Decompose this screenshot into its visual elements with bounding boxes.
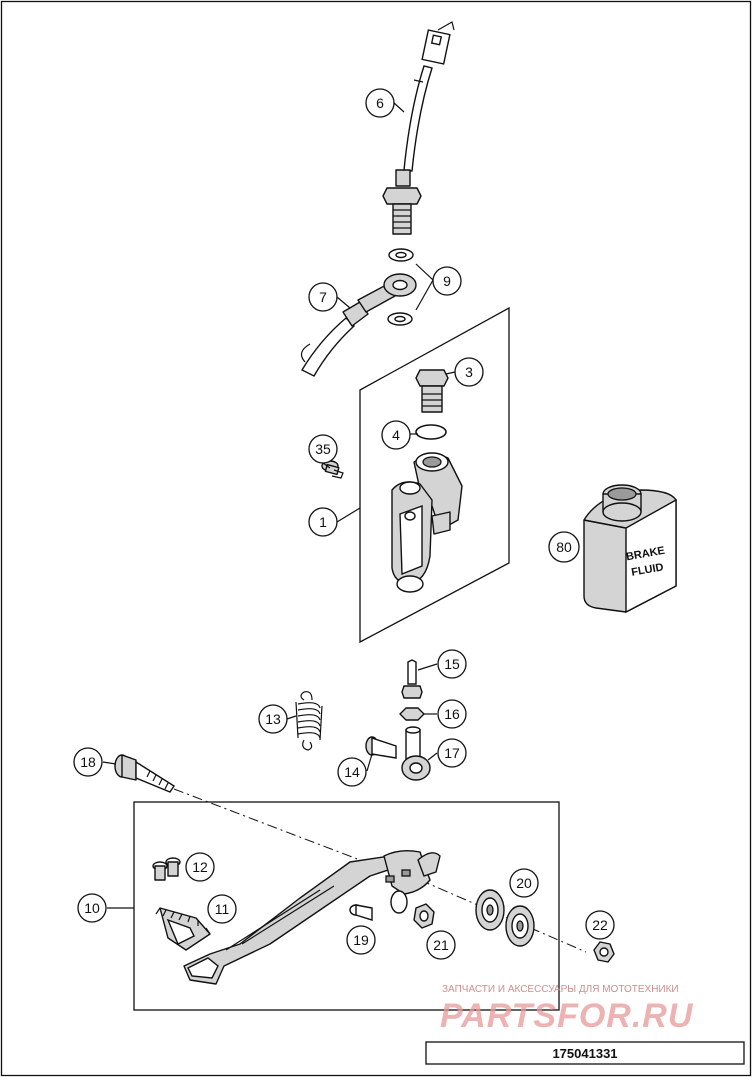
svg-text:18: 18: [80, 754, 96, 770]
svg-text:6: 6: [376, 95, 384, 111]
reference-number-box: [425, 1041, 745, 1065]
callout-19: 19: [346, 925, 376, 955]
part-4-o-ring: [415, 424, 447, 440]
svg-text:3: 3: [465, 364, 473, 380]
part-13-spring: [295, 691, 323, 751]
callout-1: 1: [308, 507, 338, 537]
assembly-axis-line: [173, 788, 361, 861]
part-11-pedal-tip: [155, 907, 211, 951]
svg-text:12: 12: [192, 859, 208, 875]
part-10-brake-pedal: [183, 849, 441, 985]
callout-22: 22: [585, 910, 615, 940]
svg-text:9: 9: [443, 273, 451, 289]
callout-7: 7: [308, 282, 338, 312]
part-21-bearings: [475, 889, 535, 947]
callout-3: 3: [454, 357, 484, 387]
reference-number: 175041331: [552, 1046, 617, 1061]
part-3-cap: [415, 369, 449, 413]
part-22-nut: [593, 941, 615, 963]
svg-text:14: 14: [344, 764, 360, 780]
part-16-nut: [399, 707, 425, 721]
svg-text:7: 7: [319, 289, 327, 305]
callout-21: 20: [509, 868, 539, 898]
svg-text:1: 1: [319, 514, 327, 530]
part-14-bolt: [365, 736, 397, 759]
callout-35: 35: [308, 434, 338, 464]
callout-80: 80: [548, 531, 580, 563]
svg-text:11: 11: [215, 901, 230, 917]
svg-text:10: 10: [84, 900, 100, 916]
bottle-label-line2: FLUID: [630, 561, 664, 578]
part-17-eye-fitting: [401, 726, 431, 781]
callout-12: 12: [185, 852, 215, 882]
svg-text:17: 17: [444, 745, 460, 761]
svg-text:16: 16: [444, 706, 460, 722]
part-1-master-cylinder: [391, 452, 463, 593]
part-80-brake-fluid-bottle: BRAKE FLUID: [583, 484, 677, 614]
part-12-bushings: [152, 857, 181, 881]
callout-13: 13: [258, 704, 288, 734]
part-20-nut: [413, 903, 435, 929]
callout-11: 11: [207, 894, 237, 924]
part-15-bleed-screw: [401, 659, 423, 699]
callout-4: 4: [381, 420, 411, 450]
callout-16: 16: [437, 699, 467, 729]
svg-text:80: 80: [556, 539, 572, 555]
callout-14: 14: [337, 757, 367, 787]
callout-20: 21: [426, 930, 456, 960]
svg-text:13: 13: [265, 711, 281, 727]
svg-text:4: 4: [392, 427, 400, 443]
svg-text:20: 20: [516, 875, 532, 891]
part-6-brake-switch: [382, 21, 455, 235]
svg-text:21: 21: [433, 937, 449, 953]
part-19-pin: [349, 904, 373, 921]
svg-text:19: 19: [353, 932, 369, 948]
watermark-tagline: ЗАПЧАСТИ И АКСЕССУАРЫ ДЛЯ МОТОТЕХНИКИ: [442, 984, 679, 995]
leader-lines: [102, 101, 456, 909]
callout-9: 9: [432, 266, 462, 296]
callout-15: 15: [437, 649, 467, 679]
svg-text:35: 35: [315, 441, 331, 457]
svg-text:15: 15: [444, 656, 460, 672]
watermark-logo: PARTSFOR.RU: [440, 997, 694, 1035]
part-18-pivot-bolt: [114, 754, 175, 793]
part-7-brake-hose: [300, 273, 417, 377]
master-cylinder-frame: [359, 306, 510, 644]
brake-pedal-frame: [133, 801, 560, 1011]
callout-17: 17: [437, 738, 467, 768]
part-35-screw: [321, 460, 344, 479]
part-9-washers: [387, 248, 414, 326]
callout-6: 6: [365, 88, 395, 118]
svg-text:22: 22: [592, 917, 608, 933]
callout-18: 18: [73, 747, 103, 777]
callout-10: 10: [77, 893, 107, 923]
